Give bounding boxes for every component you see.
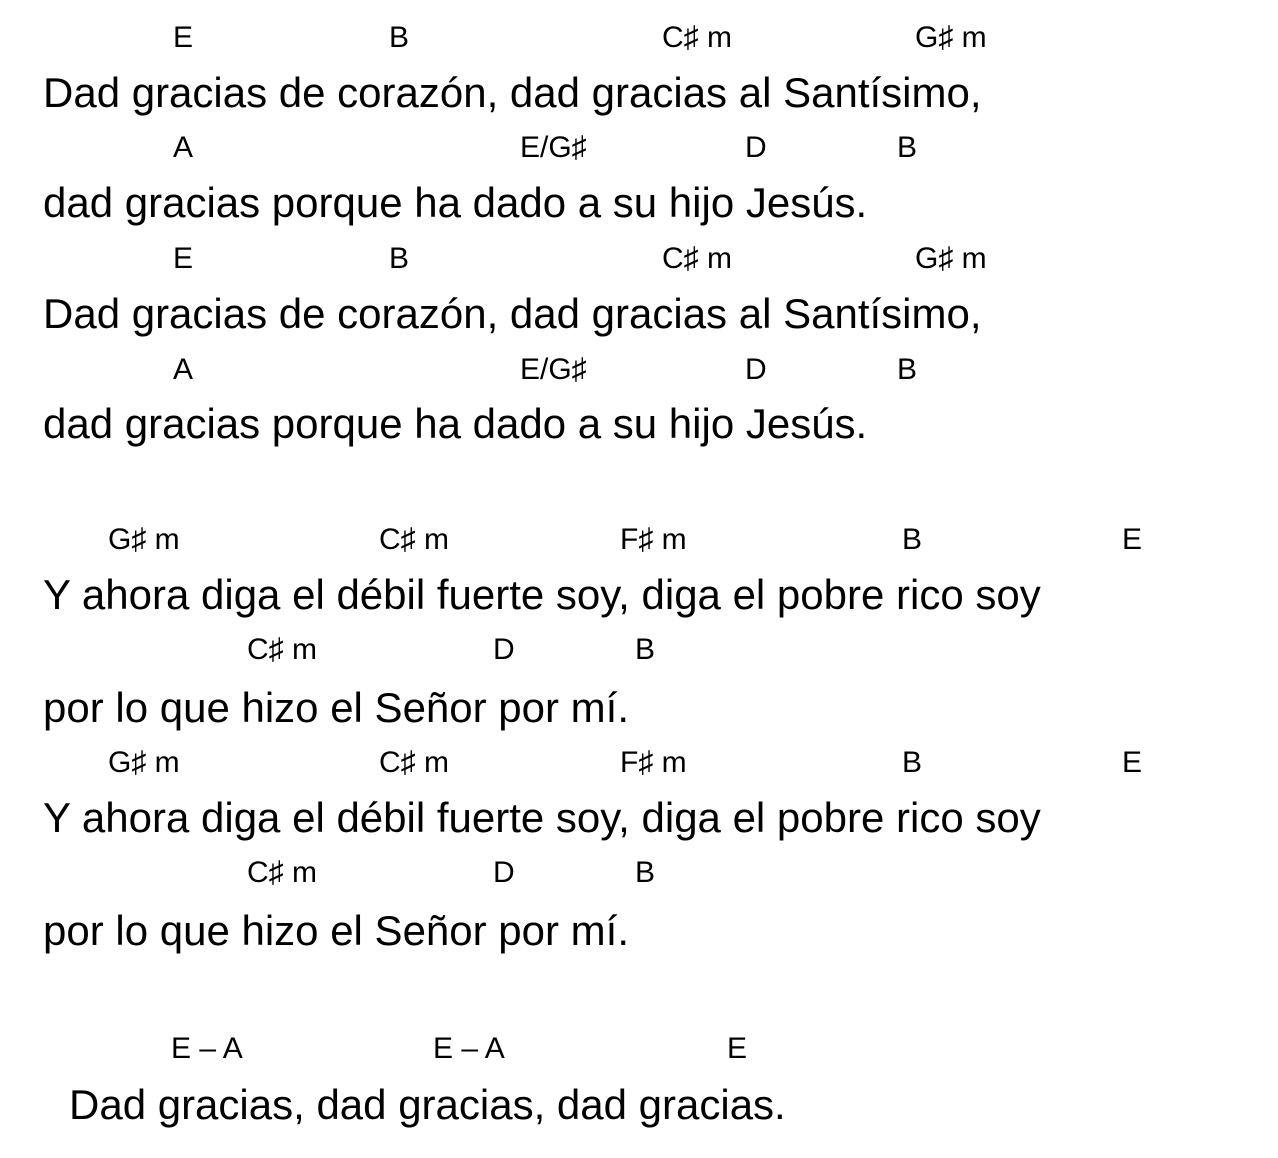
chord: B	[635, 856, 656, 889]
chord: B	[389, 21, 410, 54]
chord: E/G♯	[520, 353, 587, 386]
chord: G♯ m	[915, 21, 987, 54]
lyric-line: Dad gracias de corazón, dad gracias al S…	[43, 290, 982, 337]
chord: B	[389, 242, 410, 275]
chord: B	[902, 746, 923, 779]
chord: C♯ m	[247, 633, 317, 666]
chord: C♯ m	[662, 242, 732, 275]
lyric-line: Y ahora diga el débil fuerte soy, diga e…	[43, 571, 1041, 618]
chord: F♯ m	[620, 523, 687, 556]
chord: B	[635, 633, 656, 666]
lyric-line: por lo que hizo el Señor por mí.	[43, 684, 629, 731]
chord: A	[173, 131, 194, 164]
chord: F♯ m	[620, 746, 687, 779]
chord: B	[897, 131, 918, 164]
lyric-line: Dad gracias, dad gracias, dad gracias.	[69, 1081, 786, 1128]
lyric-line: Y ahora diga el débil fuerte soy, diga e…	[43, 794, 1041, 841]
chord: G♯ m	[915, 242, 987, 275]
chord: G♯ m	[108, 746, 180, 779]
chord: D	[745, 353, 767, 386]
chord: E	[173, 21, 194, 54]
chord: D	[493, 856, 515, 889]
lyric-line: dad gracias porque ha dado a su hijo Jes…	[43, 400, 868, 447]
chord: E – A	[433, 1032, 505, 1065]
lyric-line: dad gracias porque ha dado a su hijo Jes…	[43, 179, 868, 226]
chord: E	[727, 1032, 748, 1065]
chord: E/G♯	[520, 131, 587, 164]
chord: B	[902, 523, 923, 556]
lyric-line: Dad gracias de corazón, dad gracias al S…	[43, 69, 982, 116]
chord: E	[1122, 523, 1143, 556]
chord: E	[173, 242, 194, 275]
lyric-line: por lo que hizo el Señor por mí.	[43, 907, 629, 954]
chord: D	[745, 131, 767, 164]
chord: A	[173, 353, 194, 386]
chord: E – A	[171, 1032, 243, 1065]
chord: C♯ m	[662, 21, 732, 54]
chord: E	[1122, 746, 1143, 779]
chord: B	[897, 353, 918, 386]
chord: G♯ m	[108, 523, 180, 556]
chord: C♯ m	[379, 523, 449, 556]
chord: C♯ m	[247, 856, 317, 889]
chord: D	[493, 633, 515, 666]
chord: C♯ m	[379, 746, 449, 779]
